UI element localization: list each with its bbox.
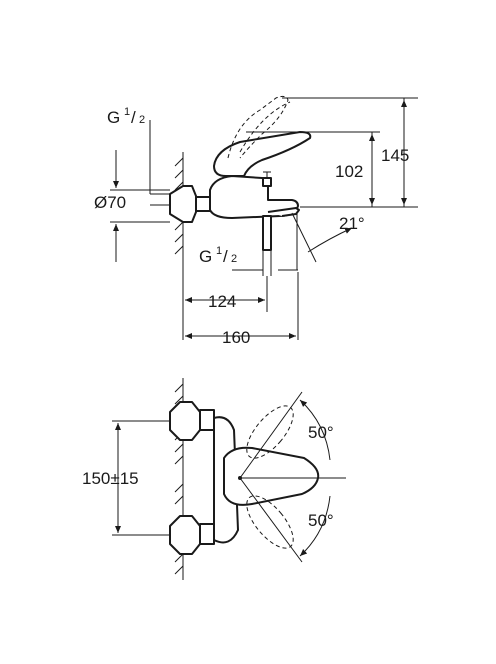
upper-connector	[169, 401, 201, 441]
thread-bottom-num: 1	[216, 245, 222, 257]
diameter-label: Ø70	[94, 193, 126, 212]
height-102-label: 102	[335, 162, 363, 181]
spout	[267, 207, 300, 217]
depth-124-label: 124	[208, 292, 236, 311]
lever-handle	[213, 131, 312, 177]
lower-connector	[169, 515, 201, 555]
svg-text:/: /	[131, 108, 136, 127]
lever-raised-outline	[227, 95, 289, 159]
thread-bottom-den: 2	[231, 253, 237, 265]
side-view: Ø70 G 1 / 2 G 1 / 2 102 145 21°	[94, 95, 418, 347]
lever-front	[223, 446, 320, 506]
angle-bottom-label: 50°	[308, 511, 334, 530]
shower-outlet	[262, 215, 272, 251]
connector-nut	[195, 196, 211, 212]
centers-label: 150±15	[82, 469, 139, 488]
front-view: 50° 50° 150±15	[82, 378, 346, 580]
thread-top-main: G	[107, 108, 120, 127]
diverter-knob	[262, 177, 272, 187]
depth-160-label: 160	[222, 328, 250, 347]
thread-bottom-main: G	[199, 247, 212, 266]
angle-top-label: 50°	[308, 423, 334, 442]
thread-top-den: 2	[139, 114, 145, 126]
height-145-label: 145	[381, 146, 409, 165]
thread-top-num: 1	[124, 106, 130, 118]
escutcheon	[169, 185, 197, 223]
angle-21-label: 21°	[339, 214, 365, 233]
svg-text:/: /	[223, 247, 228, 266]
